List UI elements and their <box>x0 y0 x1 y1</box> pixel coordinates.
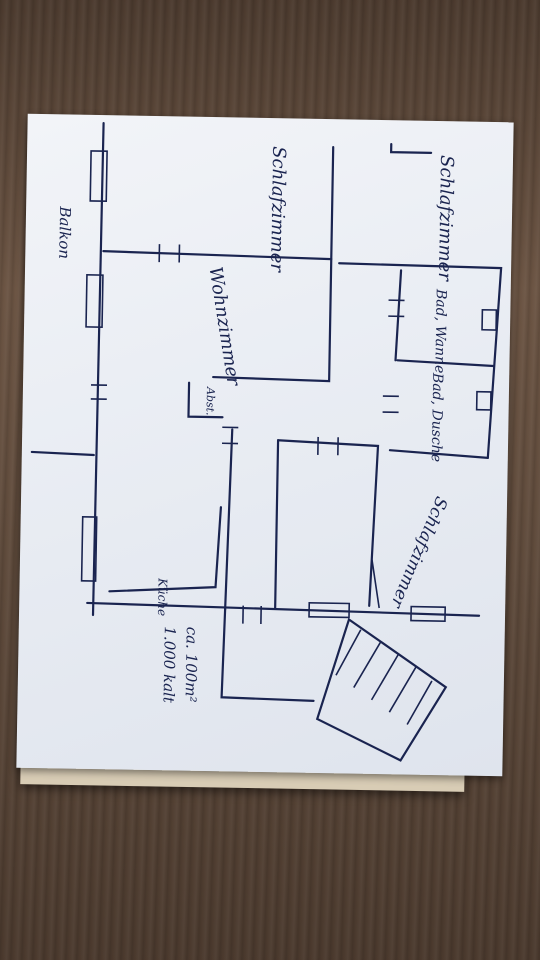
label-bath-shower: Bad, Dusche <box>427 372 446 463</box>
label-bath-tub: Bad, Wanne <box>431 288 449 374</box>
door-2 <box>90 384 108 401</box>
wall-bedroom-center <box>274 439 280 610</box>
wall-corridor <box>224 428 234 611</box>
window-3 <box>80 516 98 582</box>
label-area: ca. 100m² <box>181 626 201 703</box>
window-1 <box>89 150 108 203</box>
outer-wall-left <box>91 122 105 617</box>
label-storage: Abst. <box>203 386 218 416</box>
wall-corridor-top <box>338 262 503 459</box>
door-4 <box>382 395 399 414</box>
window-2 <box>85 274 104 328</box>
wall-stair-left <box>220 608 315 702</box>
wall-bath-left <box>394 269 403 362</box>
wall-top-right <box>390 143 433 154</box>
staircase <box>315 617 448 762</box>
outer-wall-bottom <box>86 601 481 617</box>
door-1 <box>158 244 181 263</box>
wall-bedroom-center-top <box>276 439 380 607</box>
window-5 <box>410 605 447 622</box>
door-3 <box>388 299 405 318</box>
label-rent: 1.000 kalt <box>159 626 179 704</box>
door-6 <box>317 436 339 456</box>
window-7 <box>475 390 492 411</box>
label-kitchen: Küche <box>154 578 170 617</box>
floor-plan-drawing <box>30 122 503 762</box>
label-bedroom-top-right: Schlafzimmer <box>433 154 458 282</box>
door-7 <box>242 605 262 624</box>
wall-bedroom-right <box>212 146 335 383</box>
window-4 <box>308 601 351 619</box>
door-8 <box>371 559 380 609</box>
label-bedroom-top-mid: Schlafzimmer <box>266 146 290 273</box>
label-balcony: Balkon <box>55 206 75 260</box>
wall-bedroom-top <box>102 250 333 261</box>
balcony-line <box>30 450 95 457</box>
wall-bath-mid <box>396 359 495 368</box>
wall-storage <box>187 381 224 419</box>
wall-bath-bottom <box>388 449 489 459</box>
door-5 <box>222 426 239 445</box>
floor-plan-sheet: Schlafzimmer Schlafzimmer Wohnzimmer Sch… <box>16 113 514 777</box>
window-6 <box>481 308 498 331</box>
wall-kitchen <box>108 506 223 593</box>
